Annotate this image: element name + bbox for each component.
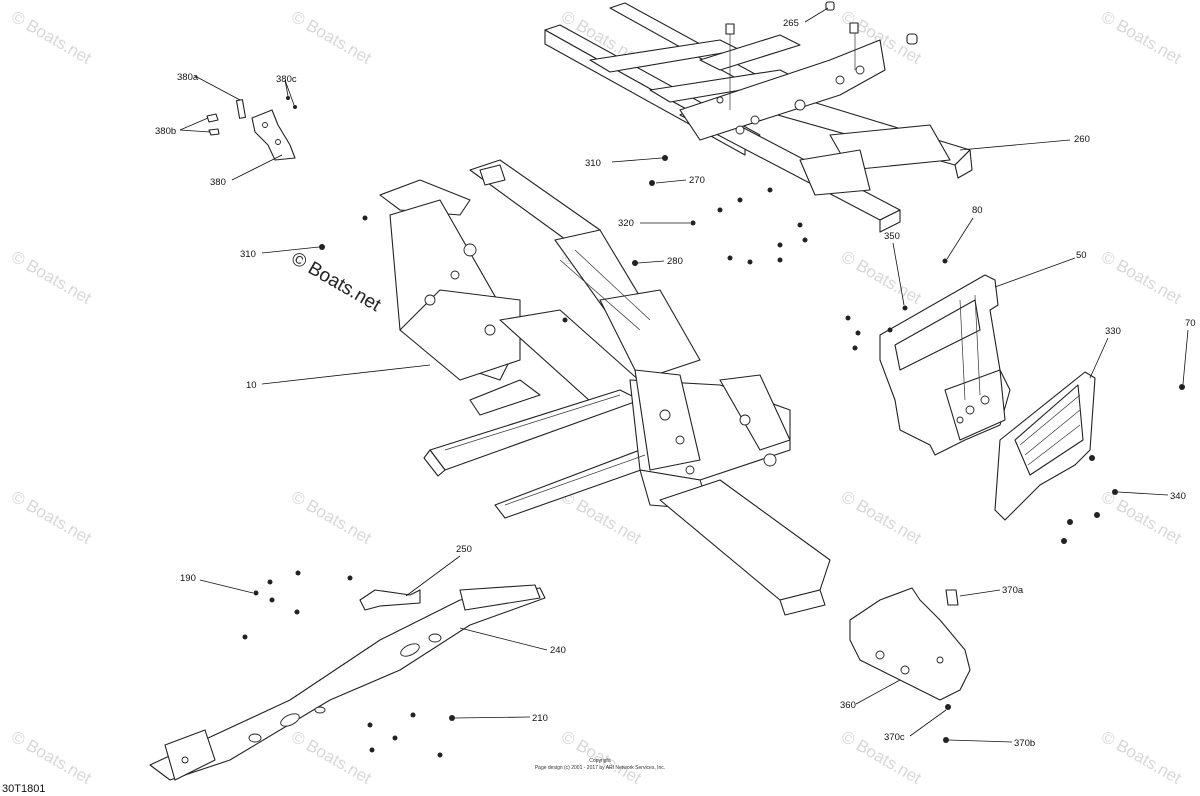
bracket-380 bbox=[206, 96, 297, 161]
callout-label: 70 bbox=[1185, 318, 1196, 329]
footer: Copyright Page design (c) 2001 - 2017 by… bbox=[2, 758, 665, 795]
callout-label: 380c bbox=[276, 74, 297, 85]
watermark: © Boats.net bbox=[838, 247, 925, 308]
callout-label: 370a bbox=[1002, 585, 1024, 596]
watermark: © Boats.net bbox=[1098, 727, 1185, 788]
callout-label: 270 bbox=[689, 175, 705, 186]
callout-label: 190 bbox=[180, 573, 196, 584]
watermark: © Boats.net bbox=[558, 487, 645, 548]
callout-label: 50 bbox=[1076, 250, 1087, 261]
callout-label: 330 bbox=[1105, 326, 1121, 337]
support-250 bbox=[359, 589, 421, 611]
watermark: © Boats.net bbox=[8, 727, 95, 788]
copyright-notice: Page design (c) 2001 - 2017 by ARI Netwo… bbox=[535, 765, 665, 771]
callout-label: 380a bbox=[177, 72, 199, 83]
callout-label: 370c bbox=[884, 732, 905, 743]
watermark: © Boats.net bbox=[838, 727, 925, 788]
callout-label: 310 bbox=[240, 249, 256, 260]
bracket-360 bbox=[849, 587, 971, 701]
callout-label: 10 bbox=[246, 380, 257, 391]
callout-label: 380b bbox=[155, 126, 176, 137]
callout-label: 260 bbox=[1074, 134, 1090, 145]
document-id: 30T1801 bbox=[2, 783, 45, 795]
copyright-line: Copyright bbox=[589, 758, 611, 764]
callout-label: 350 bbox=[884, 231, 900, 242]
rear-subframe bbox=[544, 1, 973, 233]
callout-label: 265 bbox=[783, 18, 799, 29]
watermark: © Boats.net bbox=[288, 487, 375, 548]
bracket-50 bbox=[879, 274, 1011, 456]
watermark-prominent: © Boats.net bbox=[288, 248, 385, 316]
callout-label: 280 bbox=[667, 256, 683, 267]
watermark: © Boats.net bbox=[8, 7, 95, 68]
watermark: © Boats.net bbox=[1098, 7, 1185, 68]
callout-label: 380 bbox=[210, 177, 226, 188]
watermark: © Boats.net bbox=[288, 7, 375, 68]
callout-label: 240 bbox=[550, 645, 566, 656]
watermark: © Boats.net bbox=[1098, 247, 1185, 308]
watermark: © Boats.net bbox=[838, 487, 925, 548]
watermark: © Boats.net bbox=[288, 727, 375, 788]
callout-label: 360 bbox=[840, 700, 856, 711]
callout-label: 210 bbox=[532, 713, 548, 724]
main-frame bbox=[379, 159, 831, 616]
callout-label: 340 bbox=[1170, 491, 1186, 502]
callout-label: 310 bbox=[585, 158, 601, 169]
plate-330 bbox=[994, 371, 1096, 521]
callout-label: 370b bbox=[1014, 738, 1035, 749]
callout-labels: 265 260 310 270 320 280 310 380a 380c 38… bbox=[155, 18, 1196, 749]
leader-lines bbox=[179, 7, 1189, 743]
callout-label: 320 bbox=[618, 218, 634, 229]
callout-label: 250 bbox=[456, 544, 472, 555]
callout-label: 80 bbox=[972, 205, 983, 216]
arm-240 bbox=[149, 584, 546, 781]
fasteners bbox=[242, 155, 1185, 758]
watermark: © Boats.net bbox=[8, 487, 95, 548]
watermark: © Boats.net bbox=[8, 247, 95, 308]
